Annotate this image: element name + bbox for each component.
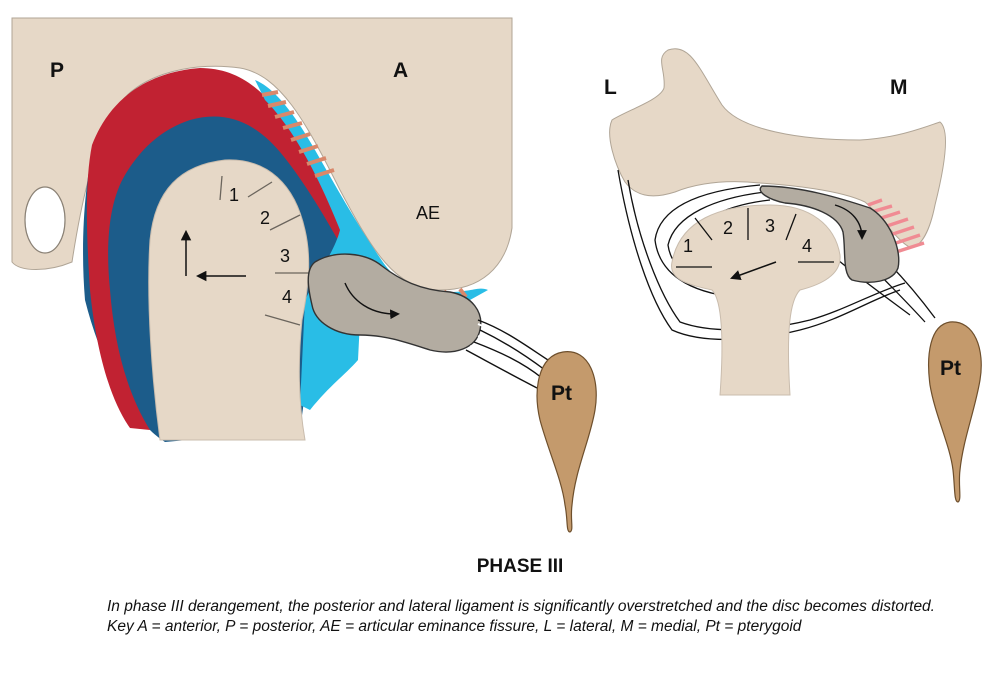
zone-label-1: 1 (229, 185, 239, 205)
pterygoid-label: Pt (551, 382, 572, 405)
coronal-zone-lines (676, 208, 834, 268)
coronal-condyle (671, 204, 841, 396)
coronal-pterygoid-label: Pt (940, 357, 961, 380)
zone-label-3: 3 (280, 246, 290, 266)
eminence-label: AE (416, 203, 440, 223)
coronal-zone-label-1: 1 (683, 236, 693, 256)
pterygoid-muscle (536, 351, 597, 533)
posterior-label: P (50, 59, 64, 82)
zone-label-2: 2 (260, 208, 270, 228)
coronal-condyle-arrow (730, 261, 777, 281)
right-coronal-view: L M 1 2 3 4 Pt (604, 48, 982, 503)
coronal-disc-arrow (834, 204, 867, 240)
condyle-zone-lines (219, 175, 310, 326)
condyle-direction-arrows (180, 229, 246, 282)
tmj-phase-diagram: P A AE 1 2 3 4 Pt (11, 17, 982, 533)
phase-title: PHASE III (476, 556, 564, 577)
coronal-zone-label-4: 4 (802, 236, 812, 256)
coronal-zone-label-2: 2 (723, 218, 733, 238)
figure-caption: In phase III derangement, the posterior … (107, 597, 947, 637)
temporal-foramen (24, 186, 66, 254)
articular-disc (307, 253, 482, 353)
coronal-pterygoid-muscle (928, 321, 982, 503)
disc-movement-arrow (344, 282, 400, 320)
retrodiscal-tissue-red (86, 68, 360, 430)
zone-label-4: 4 (282, 287, 292, 307)
caption-key: Key A = anterior, P = posterior, AE = ar… (107, 618, 802, 635)
coronal-disc (759, 185, 900, 283)
left-sagittal-view: P A AE 1 2 3 4 Pt (11, 17, 597, 533)
lateral-label: L (604, 76, 617, 99)
medial-label: M (890, 76, 908, 99)
cranial-bone (609, 48, 946, 249)
pterygoid-tendons (465, 319, 549, 389)
temporal-bone (11, 17, 513, 291)
caption-description: In phase III derangement, the posterior … (107, 598, 935, 615)
coronal-zone-label-3: 3 (765, 216, 775, 236)
anterior-label: A (393, 59, 408, 82)
